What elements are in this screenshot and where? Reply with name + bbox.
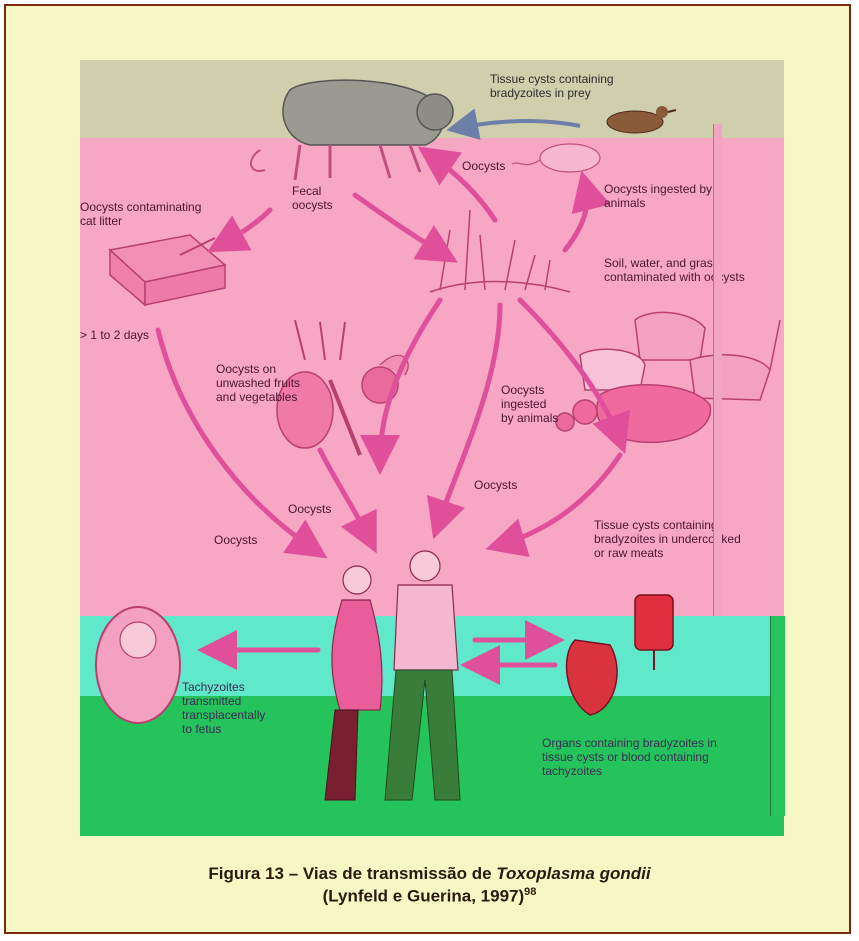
label-fecal-oocysts: Fecal oocysts [292, 184, 333, 212]
label-oocysts-ingested-by-animals: Oocysts ingested by animals [501, 383, 558, 425]
label-tissue-cysts-prey: Tissue cysts containing bradyzoites in p… [490, 72, 614, 100]
label-oocysts-cat-litter: Oocysts contaminating cat litter [80, 200, 201, 228]
right-edge-strip-green [770, 616, 785, 816]
caption-species: Toxoplasma gondii [496, 864, 650, 883]
label-oocysts-top: Oocysts [462, 159, 505, 173]
mouse-illustration [512, 144, 600, 172]
caption-reference-number: 98 [524, 886, 536, 898]
caption-prefix: Figura 13 – Vias de transmissão de [208, 864, 496, 883]
transmission-diagram: Tissue cysts containing bradyzoites in p… [80, 60, 784, 836]
cat-illustration [251, 80, 453, 180]
label-organs-bradyzoites: Organs containing bradyzoites in tissue … [542, 736, 717, 778]
figure-caption-line2: (Lynfeld e Guerina, 1997)98 [6, 886, 853, 907]
figure-caption-line1: Figura 13 – Vias de transmissão de Toxop… [6, 864, 853, 884]
people-illustration [325, 551, 460, 800]
right-edge-strip [713, 124, 722, 616]
label-oocysts-left: Oocysts [214, 533, 257, 547]
label-oocysts-ingested-animals-top: Oocysts ingested by animals [604, 182, 712, 210]
caption-citation: (Lynfeld e Guerina, 1997) [323, 887, 525, 906]
arrow-prey-to-cat [458, 121, 580, 128]
plants-illustration [430, 210, 570, 292]
label-one-to-two-days: > 1 to 2 days [80, 328, 149, 342]
figure-frame: Tissue cysts containing bradyzoites in p… [4, 4, 851, 934]
label-soil-water-grass: Soil, water, and grass contaminated with… [604, 256, 745, 284]
label-oocysts-mid-center: Oocysts [474, 478, 517, 492]
label-tachyzoites: Tachyzoites transmitted transplacentally… [182, 680, 265, 736]
litter-box-illustration [110, 235, 225, 305]
organs-illustration [567, 595, 673, 715]
bird-illustration [607, 106, 676, 133]
animals-illustration [556, 312, 780, 442]
fetus-illustration [96, 607, 180, 723]
label-oocysts-mid-left: Oocysts [288, 502, 331, 516]
label-oocysts-fruits: Oocysts on unwashed fruits and vegetable… [216, 362, 300, 404]
